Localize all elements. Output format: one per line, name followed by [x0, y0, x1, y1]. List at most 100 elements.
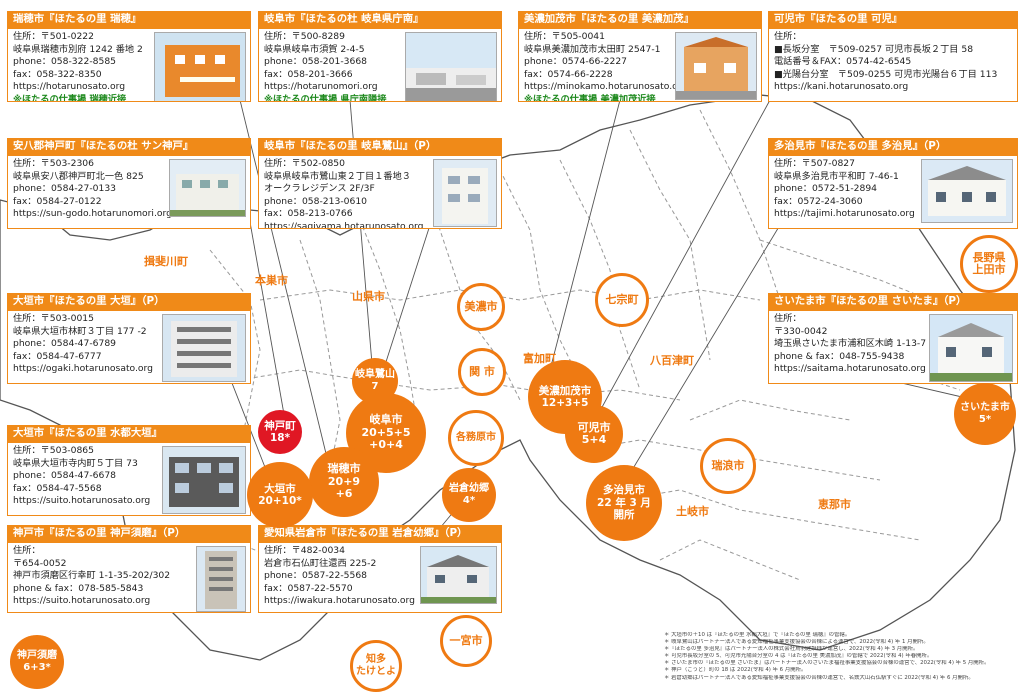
card-line: 埼玉県さいたま市浦和区木崎 1-13-7: [774, 338, 927, 350]
building-photo: [433, 159, 497, 227]
card-link[interactable]: https://suito.hotarunosato.org: [13, 495, 151, 507]
footnotes: ＊ 大垣市の＋10 は『ほたるの里 水都大垣』で『ほたるの里 瑞穂』の管轄。 ＊…: [664, 632, 1020, 682]
footnote: ＊ 岐阜鷺山はパートナー法人である愛知福祉事業支援協会の合棟による運営で、202…: [664, 639, 929, 646]
card-line: 住所：〒501-0222: [13, 31, 94, 42]
circle-ogaki[interactable]: 大垣市 20+10*: [247, 462, 313, 528]
footnote: ＊ 神戸（ごうど）町の 18 は 2022(令和 4) 年 6 月開所。: [664, 667, 807, 674]
building-photo: [169, 159, 246, 217]
ring-seki: 関 市: [458, 348, 506, 396]
circle-tajimi[interactable]: 多治見市 22 年 3 月 開所: [586, 465, 662, 541]
card-line: 住所：: [13, 545, 41, 556]
card-line: 〒654-0052: [13, 557, 67, 569]
card-tajimi: 多治見市『ほたるの里 多治見』（P） 住所：〒507-0827 岐阜県多治見市平…: [768, 138, 1018, 231]
card-title: 愛知県岩倉市『ほたるの里 岩倉幼郷』（P）: [258, 525, 502, 542]
card-line: phone：0584-47-6678: [13, 470, 117, 482]
card-link[interactable]: https://ogaki.hotarunosato.org: [13, 363, 153, 375]
card-line: 岐阜県岐阜市須賀 2-4-5: [264, 43, 365, 55]
label-motosu: 本巣市: [255, 274, 288, 287]
building-photo: [162, 446, 246, 514]
building-photo: [154, 32, 246, 101]
card-line: phone：0574-66-2227: [524, 56, 628, 68]
card-title: さいたま市『ほたるの里 さいたま』（P）: [768, 293, 1018, 310]
card-line: 住所：〒505-0041: [524, 31, 605, 42]
footnote: ＊ 岩倉幼郷はパートナー法人である愛知福祉事業支援協会の合棟の運営で、名鉄犬山石…: [664, 674, 974, 681]
ring-mino: 美濃市: [457, 283, 505, 331]
card-title: 多治見市『ほたるの里 多治見』（P）: [768, 138, 1018, 155]
card-link[interactable]: https://minokamo.hotarunosato.org: [524, 81, 688, 93]
card-line: 住所：〒503-2306: [13, 158, 94, 169]
card-line: ■長坂分室 〒509-0257 可児市長坂２丁目 58: [774, 43, 974, 55]
card-link[interactable]: https://kani.hotarunosato.org: [774, 81, 909, 93]
card-line: 岐阜県安八郡神戸町北一色 825: [13, 170, 144, 182]
card-line: 岐阜県美濃加茂市太田町 2547-1: [524, 43, 661, 55]
card-line: phone：0584-47-6789: [13, 338, 117, 350]
card-line: fax：0584-47-5568: [13, 482, 102, 494]
card-link[interactable]: https://suito.hotarunosato.org: [13, 595, 151, 607]
label-ibigawa: 揖斐川町: [144, 255, 188, 268]
card-link[interactable]: https://iwakura.hotarunosato.org: [264, 595, 416, 607]
building-photo: [405, 32, 497, 101]
card-line: phone：0587-22-5568: [264, 570, 368, 582]
card-line: 〒330-0042: [774, 325, 828, 337]
card-line: phone & fax：078-585-5843: [13, 582, 144, 594]
card-line: 神戸市須磨区行幸町 1-1-35-202/302: [13, 570, 171, 582]
card-line: ■光陽台分室 〒509-0255 可児市光陽台６丁目 113: [774, 68, 998, 80]
card-link[interactable]: https://sun-godo.hotarunomori.org: [13, 208, 172, 220]
label-toki: 土岐市: [676, 505, 709, 518]
footnote: ＊ 可児市長坂分室の 5、可児市光陽台分室の 4 は『ほたるの里 美濃加茂』の管…: [664, 653, 933, 660]
footnote: ＊ 大垣市の＋10 は『ほたるの里 水都大垣』で『ほたるの里 瑞穂』の管轄。: [664, 632, 851, 638]
circle-mizuho[interactable]: 瑞穂市 20+9 +6: [309, 447, 379, 517]
card-gifuhall: 岐阜市『ほたるの杜 岐阜県庁南』 住所：〒500-8289 岐阜県岐阜市須賀 2…: [258, 11, 502, 104]
circle-kani[interactable]: 可児市 5+4: [565, 405, 623, 463]
card-line: fax：0574-66-2228: [524, 68, 613, 80]
card-title: 安八郡神戸町『ほたるの杜 サン神戸』: [7, 138, 251, 155]
card-title: 大垣市『ほたるの里 水都大垣』: [7, 425, 251, 442]
card-line: fax：058-201-3666: [264, 68, 353, 80]
card-link[interactable]: https://tajimi.hotarunosato.org: [774, 208, 915, 220]
circle-kobe[interactable]: 神戸須磨 6+3*: [10, 635, 64, 689]
card-saitama: さいたま市『ほたるの里 さいたま』（P） 住所： 〒330-0042 埼玉県さい…: [768, 293, 1018, 386]
building-photo: [420, 546, 497, 604]
card-link[interactable]: https://hotarunomori.org: [264, 81, 378, 93]
ring-hichiso: 七宗町: [595, 273, 649, 327]
label-yaotsu: 八百津町: [650, 354, 694, 367]
card-line: phone：058-322-8585: [13, 56, 117, 68]
card-title: 岐阜市『ほたるの杜 岐阜県庁南』: [258, 11, 502, 28]
card-link[interactable]: https://saitama.hotarunosato.org: [774, 363, 926, 375]
card-line: 岐阜県岐阜市鷺山東２丁目１番地３: [264, 170, 411, 182]
card-line: 住所：〒507-0827: [774, 158, 855, 169]
card-line: 住所：〒500-8289: [264, 31, 345, 42]
building-photo: [921, 159, 1013, 223]
circle-saitama[interactable]: さいたま市 5*: [954, 383, 1016, 445]
card-title: 大垣市『ほたるの里 大垣』（P）: [7, 293, 251, 310]
card-sagiyama: 岐阜市『ほたるの里 岐阜鷺山』（P） 住所：〒502-0850 岐阜県岐阜市鷺山…: [258, 138, 502, 231]
card-line: phone：0572-51-2894: [774, 183, 878, 195]
card-line: 岐阜県瑞穂市別府 1242 番地 2: [13, 43, 143, 55]
card-line: 岐阜県大垣市林町３丁目 177 -2: [13, 325, 147, 337]
card-title: 可児市『ほたるの里 可児』: [768, 11, 1018, 28]
ring-ichinomiya: 一宮市: [440, 615, 492, 667]
card-line: 岐阜県多治見市平和町 7-46-1: [774, 170, 899, 182]
card-line: 岐阜県大垣市寺内町５丁目 73: [13, 457, 138, 469]
card-line: 住所：〒503-0015: [13, 313, 94, 324]
building-photo: [929, 314, 1013, 382]
building-photo: [196, 546, 246, 612]
card-line: 住所：: [774, 313, 802, 324]
card-ogaki: 大垣市『ほたるの里 大垣』（P） 住所：〒503-0015 岐阜県大垣市林町３丁…: [7, 293, 251, 386]
label-yamagata: 山県市: [352, 290, 385, 303]
card-line: 住所：〒502-0850: [264, 158, 345, 169]
card-link[interactable]: https://sagiyama.hotarunosato.org: [264, 220, 424, 229]
card-title: 岐阜市『ほたるの里 岐阜鷺山』（P）: [258, 138, 502, 155]
card-link[interactable]: https://hotarunosato.org: [13, 81, 126, 93]
circle-iwakura[interactable]: 岩倉幼郷 4*: [442, 468, 496, 522]
card-line: 住所：〒482-0034: [264, 545, 345, 556]
ring-mizunami: 瑞浪市: [700, 438, 756, 494]
card-line: phone：0584-27-0133: [13, 183, 117, 195]
card-minokamo: 美濃加茂市『ほたるの里 美濃加茂』 住所：〒505-0041 岐阜県美濃加茂市太…: [518, 11, 762, 104]
card-line: phone & fax：048-755-9438: [774, 350, 905, 362]
card-mizuho: 瑞穂市『ほたるの里 瑞穂』 住所：〒501-0222 岐阜県瑞穂市別府 1242…: [7, 11, 251, 104]
card-anpachi: 安八郡神戸町『ほたるの杜 サン神戸』 住所：〒503-2306 岐阜県安八郡神戸…: [7, 138, 251, 231]
card-note: ※ほたるの仕事場 県庁南隣接: [264, 93, 387, 102]
card-line: fax：0584-27-0122: [13, 195, 102, 207]
circle-godo[interactable]: 神戸町 18*: [258, 410, 302, 454]
